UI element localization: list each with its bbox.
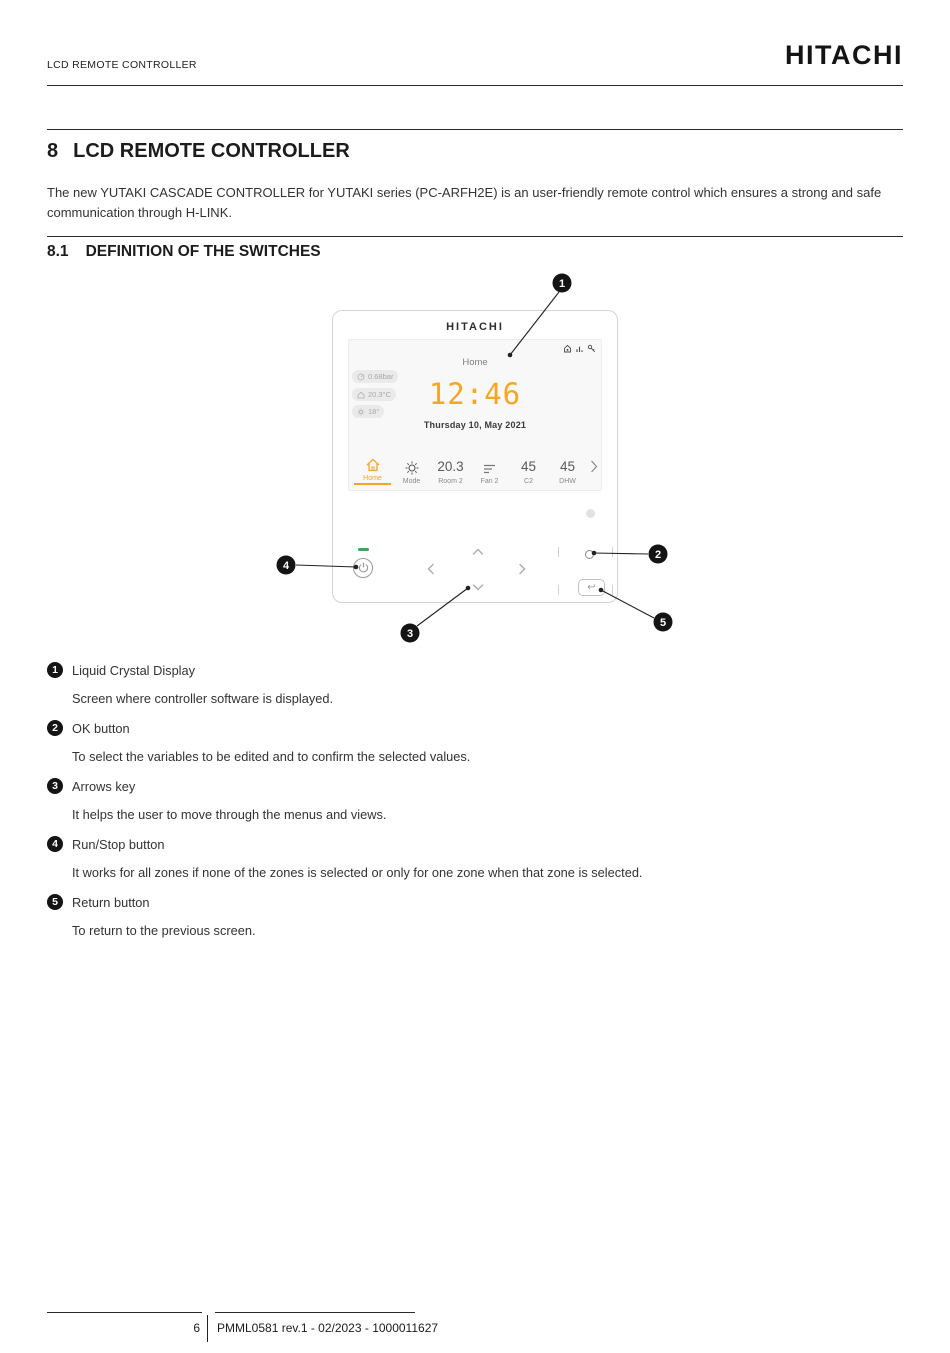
switch-legend: 1 Liquid Crystal Display Screen where co… [47, 662, 907, 952]
running-header: LCD REMOTE CONTROLLER [47, 59, 197, 71]
legend-item-arrows: 3 Arrows key It helps the user to move t… [47, 778, 907, 823]
legend-description: To select the variables to be edited and… [72, 749, 471, 764]
chevron-right-icon [590, 459, 598, 474]
subsection-title: DEFINITION OF THE SWITCHES [85, 243, 321, 260]
arrow-left-button [424, 562, 438, 576]
outdoor-sun-icon [357, 408, 365, 416]
legend-title: OK button [72, 720, 130, 736]
return-arrow-icon: ↩ [587, 582, 596, 593]
return-button: ↩ [578, 579, 605, 596]
water-temp-value: 20.3°C [368, 390, 392, 399]
svg-text:4: 4 [283, 560, 290, 572]
footer-divider-right [215, 1312, 415, 1314]
section-intro: The new YUTAKI CASCADE CONTROLLER for YU… [47, 185, 882, 221]
arrow-right-button [515, 562, 529, 576]
legend-item-run-stop: 4 Run/Stop button It works for all zones… [47, 836, 907, 881]
c2-temp-value: 45 [520, 459, 537, 474]
room2-temp-value: 20.3 [437, 459, 464, 474]
footer-divider-left [47, 1312, 202, 1314]
document-reference: PMML0581 rev.1 - 02/2023 - 1000011627 [217, 1321, 439, 1335]
callout-badge-1: 1 [47, 662, 63, 678]
outdoor-temp-indicator: 18° [352, 405, 385, 418]
callout-badge-5: 5 [47, 894, 63, 910]
menu-label: Fan 2 [480, 478, 499, 485]
screen-view-title: Home [462, 357, 488, 368]
menu-item-home: Home [354, 455, 391, 485]
footer-separator [207, 1315, 209, 1342]
legend-title: Arrows key [72, 778, 136, 794]
subsection-heading: 8.1 DEFINITION OF THE SWITCHES [47, 242, 321, 262]
menu-item-mode: Mode [393, 458, 430, 485]
menu-item-dhw: 45 DHW [549, 458, 586, 485]
menu-item-room2: 20.3 Room 2 [432, 458, 469, 485]
svg-text:3: 3 [407, 628, 413, 640]
page-number: 6 [193, 1321, 200, 1335]
fan-speed-icon [482, 458, 497, 476]
callout-badge-3: 3 [47, 778, 63, 794]
section-heading: 8 LCD REMOTE CONTROLLER [47, 139, 350, 163]
svg-text:5: 5 [660, 617, 666, 629]
callout-badge-4: 4 [47, 836, 63, 852]
outdoor-temp-value: 18° [368, 407, 380, 416]
panel-divider-tick [558, 547, 559, 557]
ok-button [585, 550, 594, 559]
legend-description: It works for all zones if none of the zo… [72, 865, 643, 880]
device-brand-label: HITACHI [446, 321, 504, 333]
panel-divider-tick [612, 547, 613, 557]
legend-item-return: 5 Return button To return to the previou… [47, 894, 907, 939]
menu-label: Home [363, 475, 382, 482]
subsection-divider [47, 236, 903, 238]
subsection-number: 8.1 [47, 243, 69, 260]
section-title: LCD REMOTE CONTROLLER [73, 140, 350, 162]
legend-title: Return button [72, 894, 150, 910]
panel-divider-tick [558, 585, 559, 595]
home-icon [365, 455, 381, 473]
house-icon [357, 391, 365, 399]
panel-divider-tick [612, 585, 613, 595]
run-led-indicator [358, 548, 369, 551]
svg-text:2: 2 [655, 549, 661, 561]
water-temp-indicator: 20.3°C [352, 388, 397, 401]
menu-label: DHW [559, 478, 576, 485]
status-icons [563, 344, 596, 353]
legend-description: To return to the previous screen. [72, 923, 256, 938]
arrow-down-button [471, 580, 485, 594]
legend-item-ok: 2 OK button To select the variables to b… [47, 720, 907, 765]
pump-speed-icon [575, 344, 584, 353]
clock-time: 12:46 [428, 377, 522, 411]
menu-label: C2 [524, 478, 533, 485]
dhw-temp-value: 45 [559, 459, 576, 474]
menu-item-c2: 45 C2 [510, 458, 547, 485]
legend-description: It helps the user to move through the me… [72, 807, 387, 822]
clock-date: Thursday 10, May 2021 [423, 420, 527, 430]
service-key-icon [587, 344, 596, 353]
section-number: 8 [47, 140, 59, 162]
arrow-up-button [471, 545, 485, 559]
lcd-screen: Home 0.68bar 20.3°C [348, 339, 602, 491]
remote-controller-device: HITACHI Home [332, 310, 618, 603]
legend-item-lcd: 1 Liquid Crystal Display Screen where co… [47, 662, 907, 707]
hitachi-logo: HITACHI [785, 40, 903, 70]
pressure-value: 0.68bar [368, 372, 394, 381]
controller-diagram: HITACHI Home [0, 270, 950, 662]
menu-label: Room 2 [438, 478, 463, 485]
header-divider [47, 85, 903, 87]
svg-text:1: 1 [559, 278, 565, 290]
installer-icon [563, 344, 572, 353]
section-divider [47, 129, 903, 131]
menu-label: Mode [402, 478, 421, 485]
pressure-indicator: 0.68bar [352, 370, 399, 383]
screen-menu-row: Home Mode 20.3 Room 2 [354, 455, 586, 485]
ambient-sensor [586, 509, 595, 518]
run-stop-button [353, 558, 373, 578]
legend-title: Liquid Crystal Display [72, 662, 196, 678]
power-icon [358, 562, 368, 573]
callout-badge-2: 2 [47, 720, 63, 736]
legend-description: Screen where controller software is disp… [72, 691, 334, 706]
menu-item-fan2: Fan 2 [471, 458, 508, 485]
gauge-icon [357, 373, 365, 381]
sun-mode-icon [404, 458, 420, 476]
legend-title: Run/Stop button [72, 836, 165, 852]
